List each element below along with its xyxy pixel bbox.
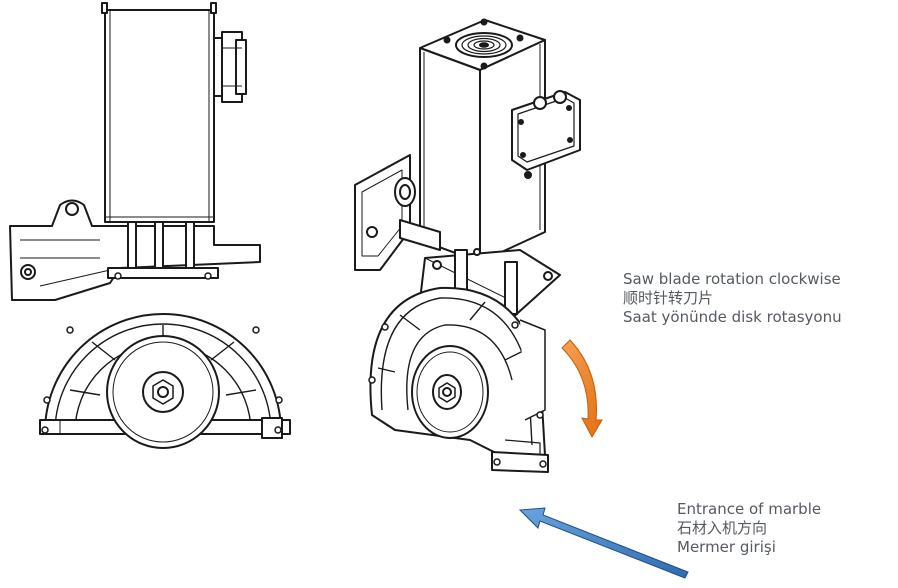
entrance-label: Entrance of marble 石材入机方向 Mermer girişi	[677, 500, 821, 557]
entrance-label-tr: Mermer girişi	[677, 538, 776, 556]
front-view-junction-box	[213, 31, 247, 103]
iso-view-side-bracket	[354, 154, 416, 271]
iso-view-saw-unit	[354, 18, 581, 473]
rotation-arrow	[561, 339, 603, 439]
front-view-saw-unit	[9, 2, 291, 449]
entrance-arrow	[518, 507, 689, 579]
front-view-motor	[101, 2, 217, 223]
iso-view-junction-box	[511, 90, 581, 179]
iso-view-blade	[411, 345, 489, 439]
iso-view-fan-icon	[443, 18, 524, 70]
front-view-posts	[107, 221, 219, 279]
front-view-blade	[106, 335, 220, 449]
entrance-label-en: Entrance of marble	[677, 500, 822, 518]
rotation-label-tr: Saat yönünde disk rotasyonu	[623, 308, 842, 326]
rotation-label-zh: 顺时针转刀片	[623, 289, 714, 307]
rotation-label: Saw blade rotation clockwise 顺时针转刀片 Saat…	[623, 270, 842, 327]
iso-view-bolts	[368, 321, 547, 468]
rotation-label-en: Saw blade rotation clockwise	[623, 270, 841, 288]
entrance-label-zh: 石材入机方向	[677, 519, 768, 537]
iso-view-inner-plate	[519, 319, 546, 421]
front-view-bolts	[41, 272, 283, 434]
